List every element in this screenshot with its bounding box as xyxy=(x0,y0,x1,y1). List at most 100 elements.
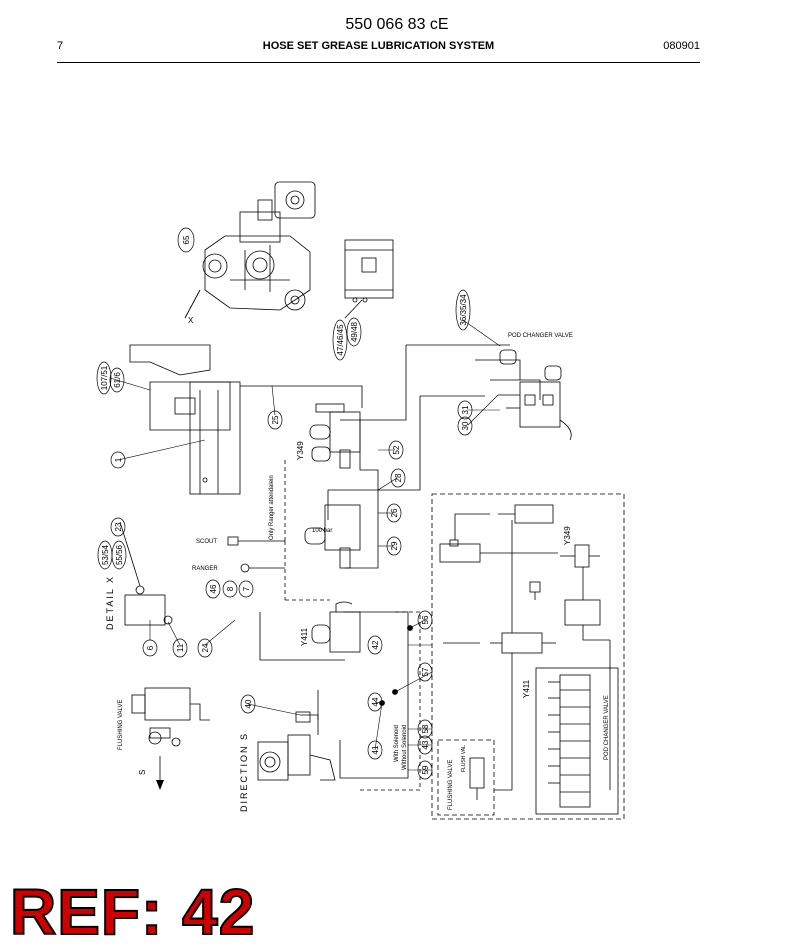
svg-text:53/54: 53/54 xyxy=(101,544,110,565)
callout-59: 59 xyxy=(417,760,433,780)
label-only-ranger: Only Ranger attendalein xyxy=(269,475,275,540)
mounting-bracket xyxy=(129,344,241,495)
svg-text:47/46/45: 47/46/45 xyxy=(336,324,345,356)
callout-43: 43 xyxy=(417,735,433,755)
svg-text:58: 58 xyxy=(421,724,430,733)
svg-text:28: 28 xyxy=(394,473,403,482)
label-detail-x: DETAIL X xyxy=(105,575,115,630)
callout-49-48: 49/48 xyxy=(346,317,362,347)
callout-29: 29 xyxy=(386,536,402,556)
svg-text:25: 25 xyxy=(271,415,280,424)
callout-23: 23 xyxy=(110,517,126,537)
callout-42: 42 xyxy=(367,635,383,655)
callout-107-51: 107/51 xyxy=(96,361,112,395)
page-number: 7 xyxy=(57,40,64,52)
detail-x-valve xyxy=(119,521,173,626)
callout-28: 28 xyxy=(390,468,406,488)
flushing-valve-box xyxy=(437,739,512,816)
label-y349-right: Y349 xyxy=(563,526,572,545)
svg-text:30: 30 xyxy=(461,421,470,430)
callout-58: 58 xyxy=(417,719,433,739)
callout-56: 56 xyxy=(417,610,433,630)
header-rule xyxy=(57,62,700,63)
callout-8: 8 xyxy=(222,580,238,598)
svg-text:65: 65 xyxy=(182,235,191,244)
label-100-bar: 100 bar xyxy=(312,528,332,534)
svg-text:29: 29 xyxy=(390,541,399,550)
svg-text:40: 40 xyxy=(244,699,253,708)
svg-text:61/6: 61/6 xyxy=(113,372,122,388)
scout-ranger-branch xyxy=(227,460,330,601)
callout-26: 26 xyxy=(386,503,402,523)
date-code: 080901 xyxy=(663,40,700,52)
label-flushing-valve-box: FLUSHING VALVE xyxy=(448,760,454,810)
svg-text:44: 44 xyxy=(371,697,380,706)
document-title: HOSE SET GREASE LUBRICATION SYSTEM xyxy=(262,40,495,52)
svg-text:107/51: 107/51 xyxy=(100,365,109,390)
label-pod-changer-valve-box: POD CHANGER VALVE xyxy=(604,695,610,760)
svg-text:7: 7 xyxy=(242,586,251,591)
label-flushing-valve-left: FLUSHING VALVE xyxy=(118,700,124,750)
ref-stamp: REF: 42 xyxy=(9,876,256,948)
callout-61-6: 61/6 xyxy=(109,367,125,393)
svg-text:23: 23 xyxy=(114,522,123,531)
svg-text:26: 26 xyxy=(390,508,399,517)
label-y411-box: Y411 xyxy=(522,679,531,698)
svg-text:42: 42 xyxy=(371,640,380,649)
callout-7: 7 xyxy=(238,580,254,598)
svg-text:11: 11 xyxy=(176,643,185,652)
label-y411-mid: Y411 xyxy=(300,627,309,646)
pressure-valve xyxy=(304,504,361,569)
svg-text:52: 52 xyxy=(392,445,401,454)
callout-36-35-34: 36/35/34 xyxy=(455,289,471,331)
svg-text:6: 6 xyxy=(146,645,155,650)
callout-57: 57 xyxy=(417,662,433,682)
callout-leaders xyxy=(109,289,501,771)
callout-24: 24 xyxy=(197,638,213,658)
svg-text:41: 41 xyxy=(371,745,380,754)
label-pod-changer-valve-top: POD CHANGER VALVE xyxy=(508,333,573,339)
svg-text:56: 56 xyxy=(421,615,430,624)
label-ranger: RANGER xyxy=(192,566,218,572)
flushing-valve-left xyxy=(131,687,210,780)
callout-25: 25 xyxy=(267,410,283,430)
label-s-marker: S xyxy=(138,770,147,775)
label-y349-top: Y349 xyxy=(296,441,305,460)
svg-text:1: 1 xyxy=(114,457,123,462)
direction-s-assembly xyxy=(257,711,336,781)
page-header: 7 HOSE SET GREASE LUBRICATION SYSTEM 080… xyxy=(57,40,700,56)
label-scout: SCOUT xyxy=(196,539,217,545)
label-without-solenoid: Without Solenoid xyxy=(402,725,408,770)
svg-text:59: 59 xyxy=(421,765,430,774)
svg-text:55/56: 55/56 xyxy=(115,544,124,565)
callout-6: 6 xyxy=(142,639,158,657)
callout-53-54: 53/54 xyxy=(97,540,113,570)
solenoid-dashed-block xyxy=(360,611,421,791)
lubrication-system-box xyxy=(431,493,625,820)
svg-text:57: 57 xyxy=(421,667,430,676)
callout-41: 41 xyxy=(367,740,383,760)
callout-1: 1 xyxy=(110,451,126,469)
callout-11: 11 xyxy=(172,638,188,658)
callout-46: 46 xyxy=(205,579,221,599)
callout-44: 44 xyxy=(367,692,383,712)
callout-31: 31 xyxy=(457,400,473,420)
callout-47-46-45: 47/46/45 xyxy=(332,319,348,361)
svg-text:49/48: 49/48 xyxy=(350,321,359,342)
svg-text:43: 43 xyxy=(421,740,430,749)
direction-arrow-icon xyxy=(156,780,164,790)
label-x-marker: X xyxy=(188,316,194,325)
svg-text:46: 46 xyxy=(209,584,218,593)
label-with-solenoid: With Solenoid xyxy=(394,725,400,762)
svg-text:36/35/34: 36/35/34 xyxy=(459,294,468,326)
svg-text:31: 31 xyxy=(461,405,470,414)
solenoid-valve-y411 xyxy=(311,601,361,653)
svg-text:24: 24 xyxy=(201,643,210,652)
callout-30: 30 xyxy=(457,416,473,436)
pump-assembly xyxy=(184,181,316,319)
pipe-lines xyxy=(240,344,510,779)
callout-52: 52 xyxy=(388,440,404,460)
solenoid-valve-y349 xyxy=(309,403,361,469)
label-flush-val: FLUSH VAL xyxy=(461,745,467,772)
